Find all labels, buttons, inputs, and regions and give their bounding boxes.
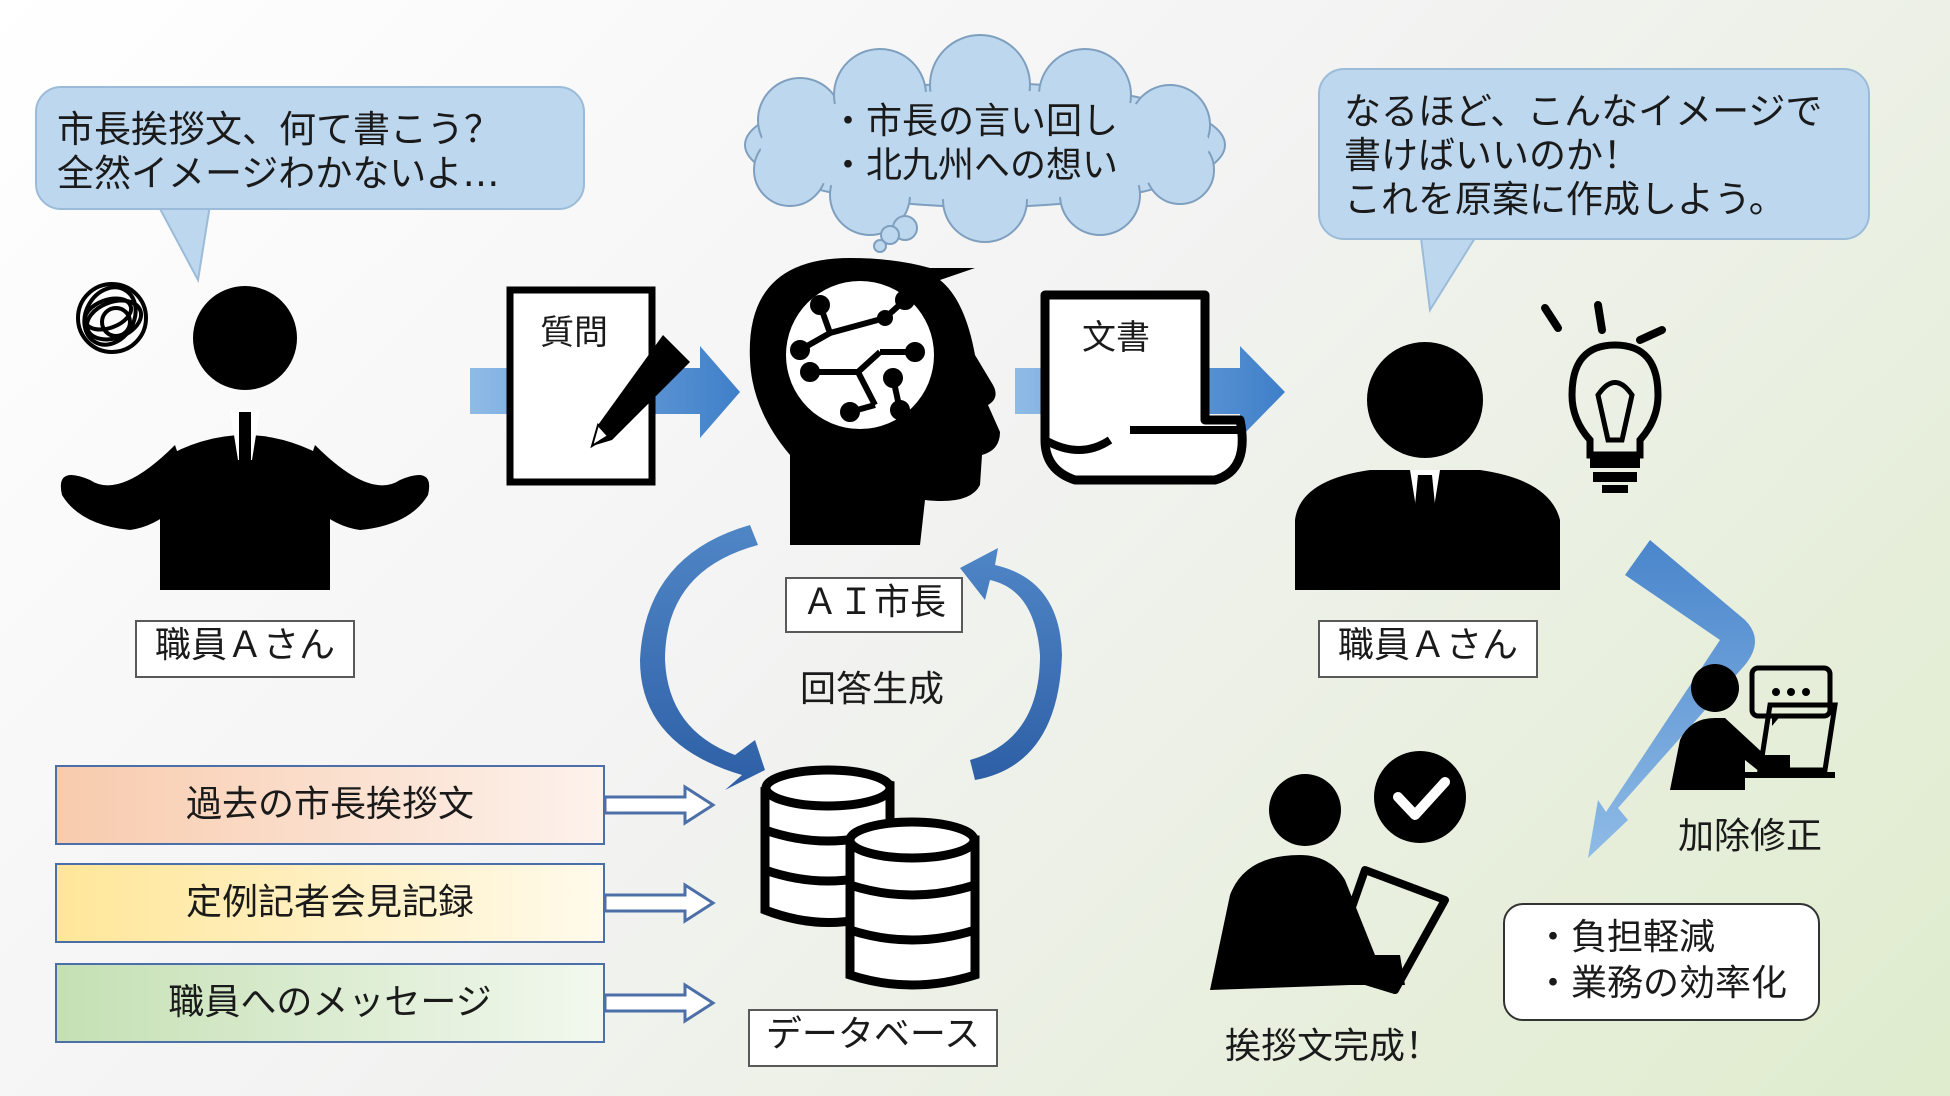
confused-staff-icon: [60, 286, 430, 590]
speech-right-line-3: これを原案に作成しよう。: [1344, 178, 1786, 221]
speech-right-line-2: 書けばいいのか！: [1344, 134, 1640, 177]
database-icon: [760, 765, 980, 990]
thought-cloud-text: ・市長の言い回し ・北九州への想い: [830, 100, 1118, 188]
thought-line-1: ・市長の言い回し: [830, 101, 1119, 142]
confused-scribble-icon: [76, 282, 148, 354]
completed-person-icon: [1210, 751, 1466, 994]
benefit-line-2: ・業務の効率化: [1535, 963, 1788, 1004]
speech-bubble-right: なるほど、こんなイメージで 書けばいいのか！ これを原案に作成しよう。: [1318, 68, 1870, 240]
cycle-arrow-left: [640, 525, 765, 790]
done-label: 挨拶文完成！: [1225, 1026, 1442, 1067]
staff-right-label: 職員Ａさん: [1318, 620, 1538, 678]
question-label: 質問: [540, 313, 608, 353]
happy-staff-icon: [1295, 342, 1560, 590]
source-box-press-records: 定例記者会見記録: [55, 863, 605, 943]
thought-line-2: ・北九州への想い: [830, 145, 1119, 186]
cycle-arrow-right: [960, 548, 1062, 780]
answer-label: 文書: [1082, 318, 1150, 358]
speech-right-line-1: なるほど、こんなイメージで: [1344, 90, 1823, 133]
speech-left-line-1: 市長挨拶文、何て書こう？: [57, 108, 501, 151]
speech-right-tail: [1418, 229, 1482, 313]
source-arrows: [603, 784, 716, 1024]
source-box-staff-messages: 職員へのメッセージ: [55, 963, 605, 1043]
benefits-box: ・負担軽減 ・業務の効率化: [1503, 903, 1820, 1021]
lightbulb-icon: [1541, 301, 1666, 493]
ai-head-icon: [749, 258, 1000, 545]
speech-left-tail: [156, 204, 212, 284]
ai-label: ＡＩ市長: [785, 577, 963, 633]
editing-person-icon: [1670, 664, 1838, 790]
staff-left-label: 職員Ａさん: [135, 620, 355, 678]
source-box-past-speeches: 過去の市長挨拶文: [55, 765, 605, 845]
question-document-icon: [506, 286, 690, 486]
benefit-line-1: ・負担軽減: [1535, 917, 1716, 958]
speech-bubble-left: 市長挨拶文、何て書こう？ 全然イメージわかないよ…: [35, 86, 585, 210]
database-label: データベース: [748, 1009, 998, 1067]
edit-label: 加除修正: [1678, 816, 1823, 857]
generate-label: 回答生成: [800, 669, 945, 710]
speech-left-line-2: 全然イメージわかないよ…: [57, 152, 500, 195]
edit-flow-arrow: [1588, 540, 1755, 858]
answer-document-icon: [1040, 290, 1247, 485]
